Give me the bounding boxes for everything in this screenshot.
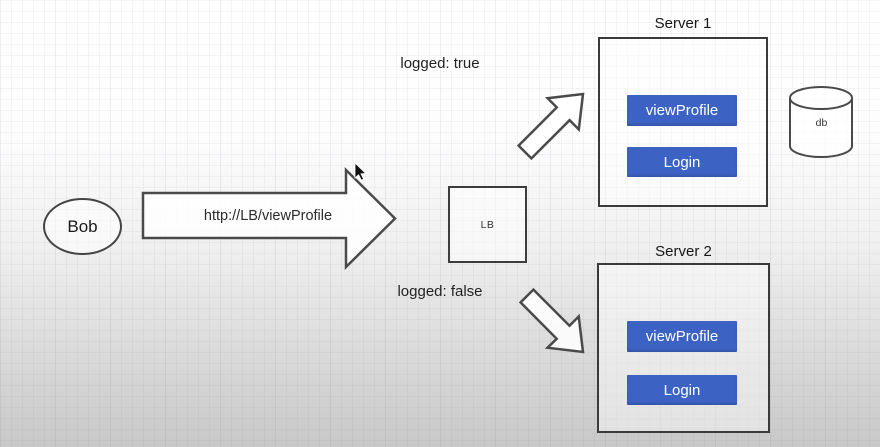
request-url-label: http://LB/viewProfile — [203, 208, 333, 224]
load-balancer-label: LB — [480, 218, 495, 231]
arrow-to-server1 — [516, 92, 585, 161]
server1-login-button[interactable]: Login — [627, 147, 737, 177]
actor-bob-ellipse: Bob — [43, 198, 122, 255]
server2-title: Server 2 — [655, 243, 712, 260]
server1-title: Server 1 — [654, 15, 712, 32]
server1-status: logged: true — [400, 55, 480, 72]
database-label: db — [815, 117, 828, 129]
server2-login-button[interactable]: Login — [627, 375, 737, 405]
database-cylinder — [789, 85, 853, 159]
server2-status: logged: false — [397, 283, 483, 300]
load-balancer-box: LB — [448, 186, 527, 263]
arrow-to-server2 — [518, 287, 585, 354]
actor-bob-label: Bob — [67, 216, 98, 236]
request-arrow-shape — [141, 167, 397, 270]
server1-viewprofile-button[interactable]: viewProfile — [627, 95, 737, 126]
mouse-cursor-icon — [354, 162, 367, 181]
server2-viewprofile-button[interactable]: viewProfile — [627, 321, 737, 352]
